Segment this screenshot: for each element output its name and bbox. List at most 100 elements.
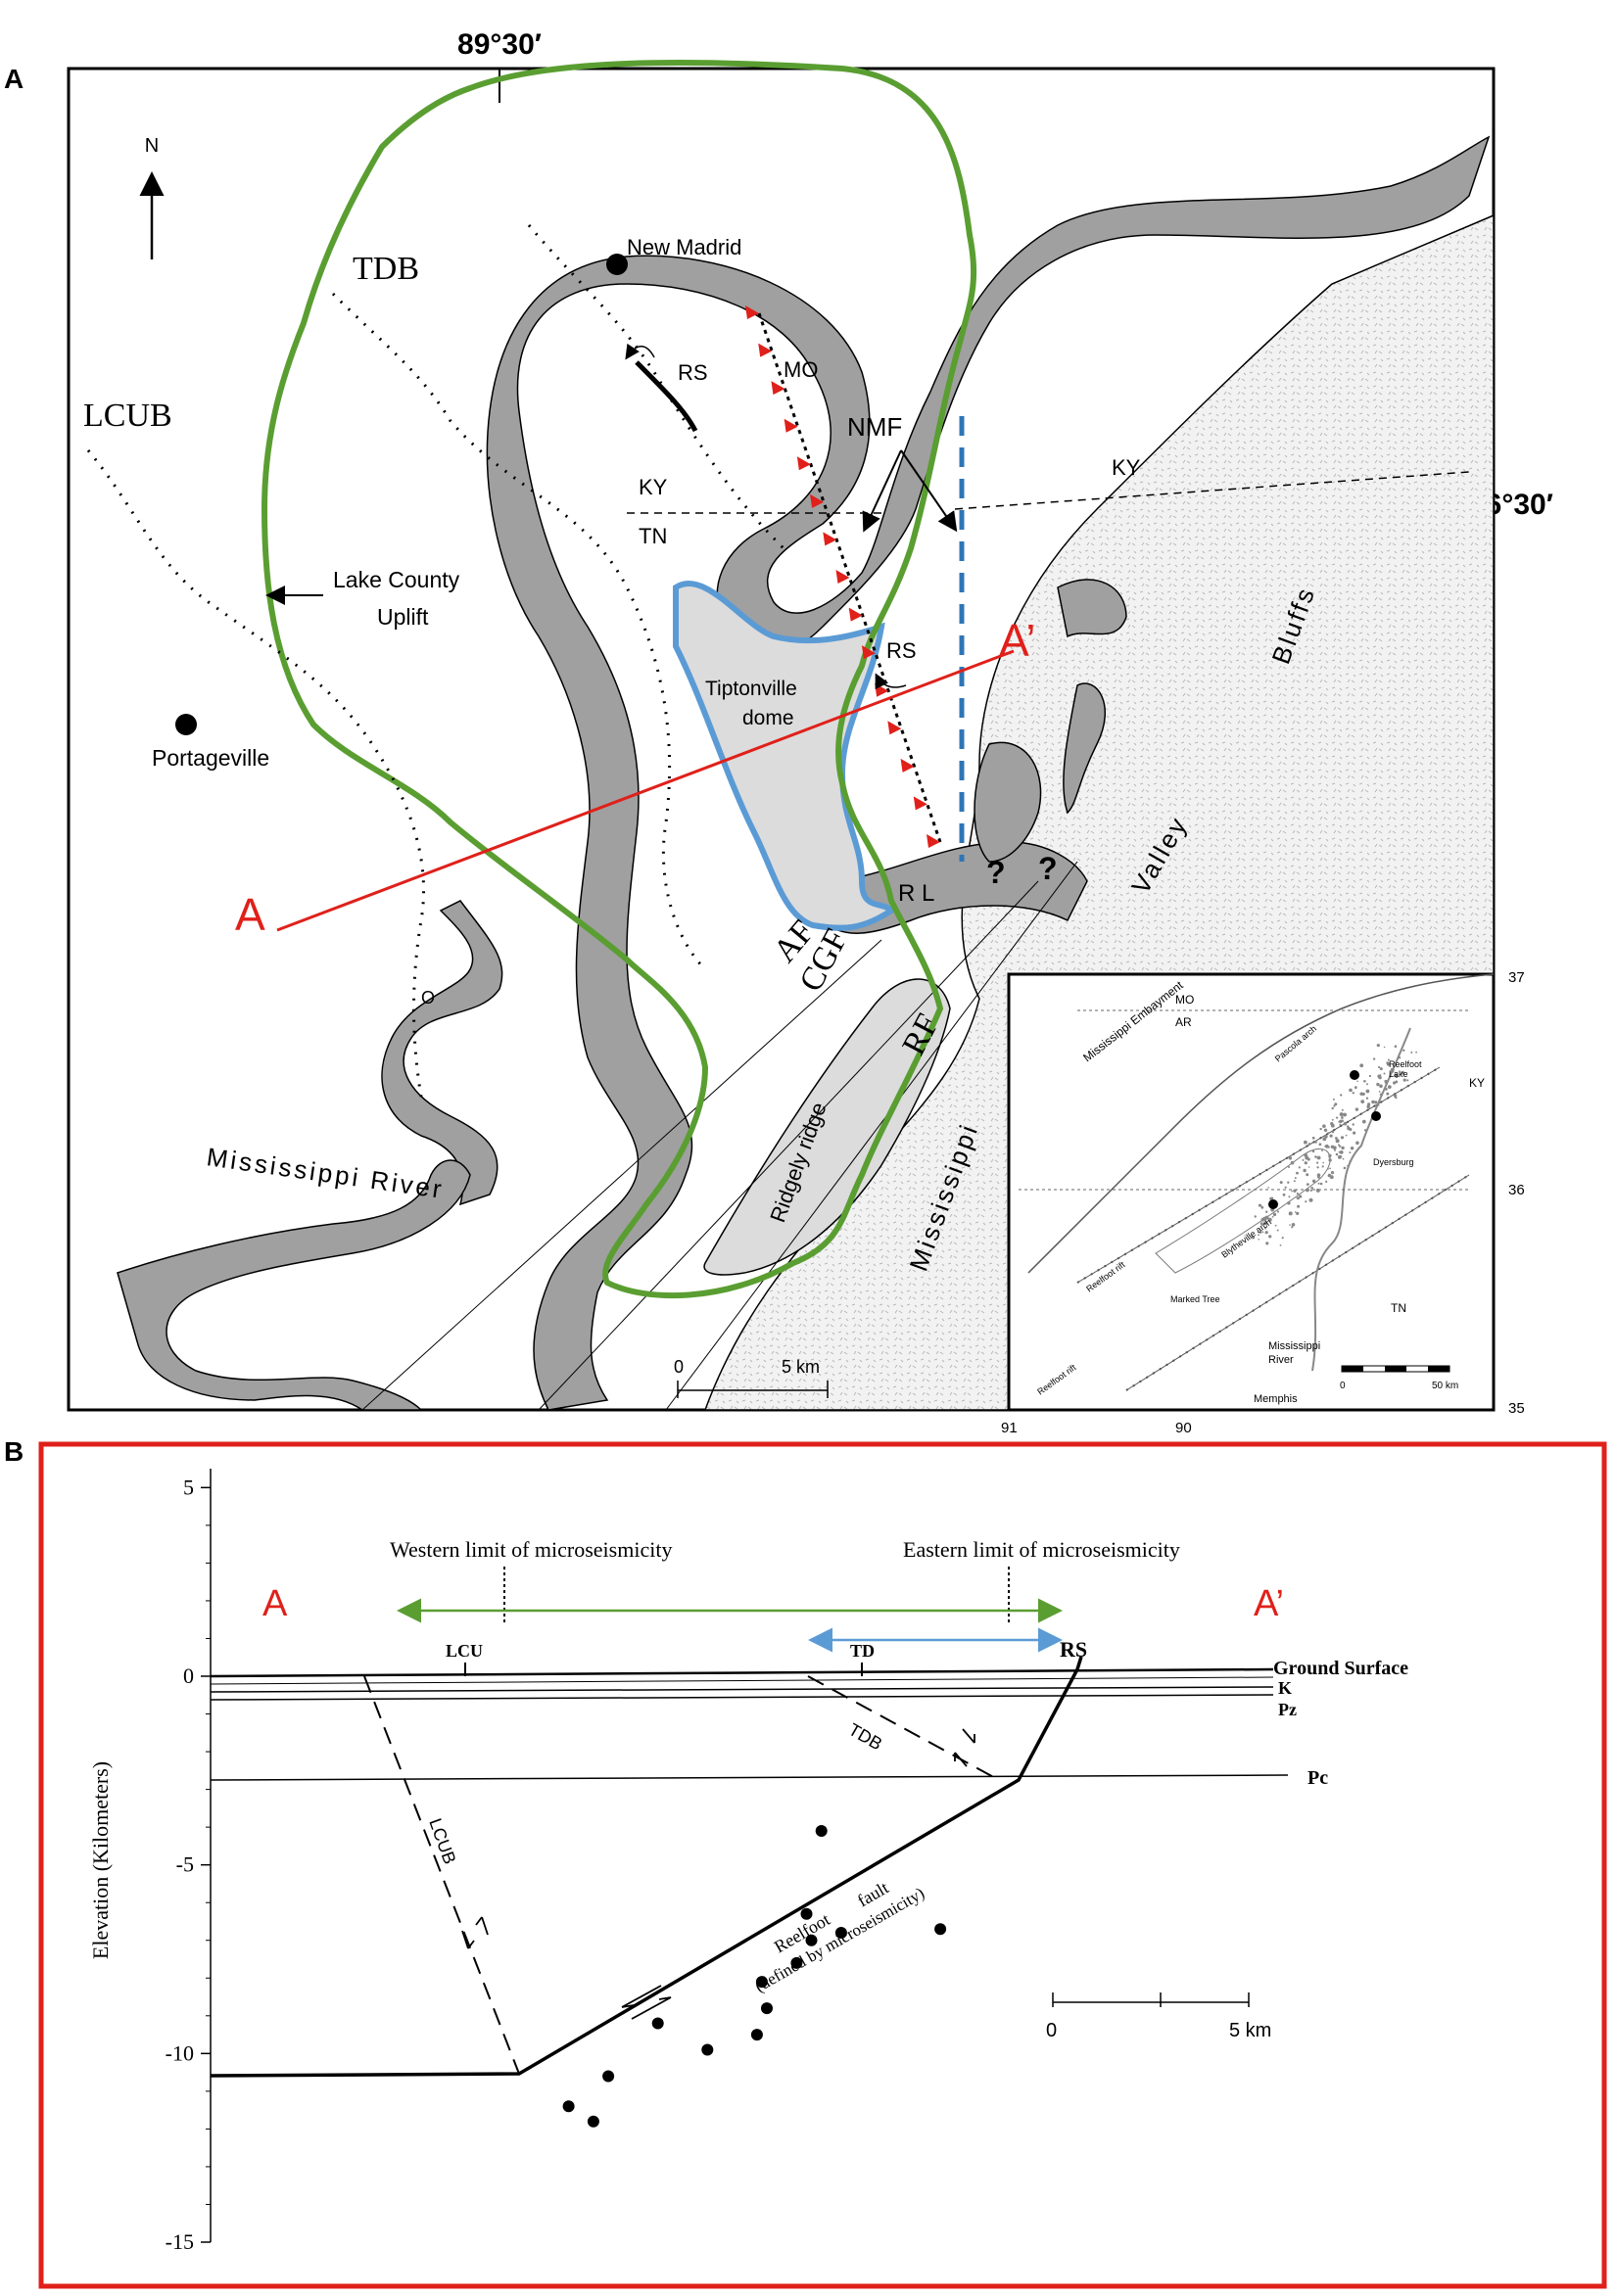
inset-seismic-event xyxy=(1264,1227,1266,1230)
lcub-label: LCUB xyxy=(83,398,172,434)
question-mark-2: ? xyxy=(1038,851,1058,886)
study-area-boundary xyxy=(261,60,977,1299)
inset-seismic-event xyxy=(1265,1242,1269,1245)
inset-seismic-event xyxy=(1334,1148,1336,1151)
inset-scale-fifty: 50 km xyxy=(1432,1381,1458,1391)
rs-mid-label: RS xyxy=(886,638,917,663)
inset-seismic-event xyxy=(1339,1145,1342,1148)
north-label: N xyxy=(145,135,159,157)
embayment-edge xyxy=(1027,973,1495,1274)
inset-seismic-event xyxy=(1378,1065,1381,1069)
inset-seismic-event xyxy=(1355,1107,1359,1111)
inset-seismic-event xyxy=(1393,1094,1398,1098)
y-tick-label: 0 xyxy=(183,1663,194,1688)
ground-surface-label: Ground Surface xyxy=(1273,1658,1408,1679)
inset-seismic-event xyxy=(1343,1166,1347,1170)
inset-seismic-event xyxy=(1267,1217,1272,1222)
tiptonville-label-1: Tiptonville xyxy=(705,678,797,700)
inset-seismic-event xyxy=(1305,1200,1307,1203)
y-ticks: 50-5-10-15 xyxy=(166,1475,211,2254)
inset-seismic-event xyxy=(1268,1235,1272,1239)
inset-seismic-event xyxy=(1338,1120,1341,1123)
inset-seismic-event xyxy=(1316,1155,1321,1160)
inset-seismic-event xyxy=(1322,1137,1327,1142)
inset-seismic-event xyxy=(1379,1084,1383,1089)
inset-seismic-event xyxy=(1340,1094,1343,1097)
inset-seismic-event xyxy=(1359,1092,1363,1096)
inset-seismic-event xyxy=(1288,1166,1290,1168)
inset-seismic-event xyxy=(1376,1082,1380,1087)
nmf-label: NMF xyxy=(847,412,902,442)
inset-seismic-event xyxy=(1386,1062,1391,1066)
thrust-triangle xyxy=(758,343,773,357)
inset-mississippi-2: River xyxy=(1268,1354,1294,1366)
inset-seismic-event xyxy=(1341,1108,1344,1111)
inset-lon-91: 91 xyxy=(1001,1420,1018,1436)
inset-seismic-event xyxy=(1331,1118,1334,1121)
rl-label: R L xyxy=(898,880,934,907)
inset-marked-tree: Marked Tree xyxy=(1170,1294,1220,1304)
inset-seismic-event xyxy=(1371,1100,1375,1104)
inset-seismic-event xyxy=(1334,1102,1338,1106)
inset-seismic-event xyxy=(1287,1181,1290,1184)
inset-seismic-event xyxy=(1361,1119,1366,1124)
inset-seismic-event xyxy=(1271,1216,1274,1218)
ground-surface-line xyxy=(210,1667,1274,1678)
inset-seismic-event xyxy=(1332,1131,1335,1134)
inset-seismic-event xyxy=(1383,1072,1386,1075)
microseismicity xyxy=(562,1825,947,2128)
inset-seismic-event xyxy=(1349,1128,1353,1131)
inset-seismic-event xyxy=(1307,1157,1310,1161)
portageville-label: Portageville xyxy=(152,745,269,771)
tdb-label: TDB xyxy=(353,251,419,287)
thrust-triangle xyxy=(796,456,811,471)
inset-seismic-event xyxy=(1307,1166,1310,1168)
mo-label: MO xyxy=(784,357,818,382)
inset-seismic-event xyxy=(1385,1082,1388,1085)
inset-seismic-event xyxy=(1298,1166,1301,1169)
inset-seismic-event xyxy=(1310,1187,1313,1190)
inset-seismic-event xyxy=(1303,1168,1307,1173)
inset-seismic-event xyxy=(1337,1155,1342,1159)
inset-seismic-event xyxy=(1356,1080,1358,1083)
ky-right-label: KY xyxy=(1112,455,1141,480)
inset-seismic-event xyxy=(1355,1141,1359,1146)
microseismic-event xyxy=(805,1934,818,1946)
o-label: O xyxy=(421,988,435,1007)
inset-seismic-event xyxy=(1327,1173,1332,1178)
inset-seismic-event xyxy=(1260,1218,1264,1222)
k-line xyxy=(210,1686,1274,1693)
section-scale-zero: 0 xyxy=(1046,2020,1057,2041)
rs-fault-segment xyxy=(635,360,698,433)
inset-seismic-event xyxy=(1319,1127,1322,1131)
inset-seismic-event xyxy=(1288,1156,1293,1160)
inset-seismic-event xyxy=(1325,1180,1328,1183)
inset-seismic-event xyxy=(1269,1196,1272,1200)
rs-top-label: RS xyxy=(678,360,708,385)
microseismic-event xyxy=(587,2115,599,2128)
k-label: K xyxy=(1278,1678,1292,1698)
inset-seismic-event xyxy=(1379,1074,1382,1076)
inset-seismic-event xyxy=(1330,1123,1335,1128)
inset-lat-36-label: 36 xyxy=(1508,1182,1525,1198)
inset-seismic-event xyxy=(1327,1168,1329,1170)
tiptonville-dome xyxy=(673,581,896,931)
thrust-triangle xyxy=(848,607,863,622)
inset-seismic-event xyxy=(1365,1089,1370,1094)
inset-seismic-event xyxy=(1353,1131,1356,1135)
panel-b: B 50-5-10-15 Elevation (Kilometers) A A’… xyxy=(4,1436,1607,2289)
panel-b-letter: B xyxy=(4,1436,24,1467)
inset-seismic-event xyxy=(1296,1193,1299,1195)
y-tick-label: -15 xyxy=(166,2229,194,2254)
lake-county-label-1: Lake County xyxy=(333,567,460,592)
inset-lat-37: 37 xyxy=(1508,969,1525,986)
inset-seismic-event xyxy=(1316,1173,1321,1177)
inset-seismic-event xyxy=(1297,1204,1301,1208)
inset-seismic-event xyxy=(1330,1171,1335,1175)
inset-town-2 xyxy=(1371,1111,1381,1121)
tn-left-label: TN xyxy=(639,524,667,548)
inset-seismic-event xyxy=(1263,1221,1267,1226)
inset-seismic-event xyxy=(1294,1177,1297,1180)
inset-seismic-event xyxy=(1339,1123,1342,1126)
